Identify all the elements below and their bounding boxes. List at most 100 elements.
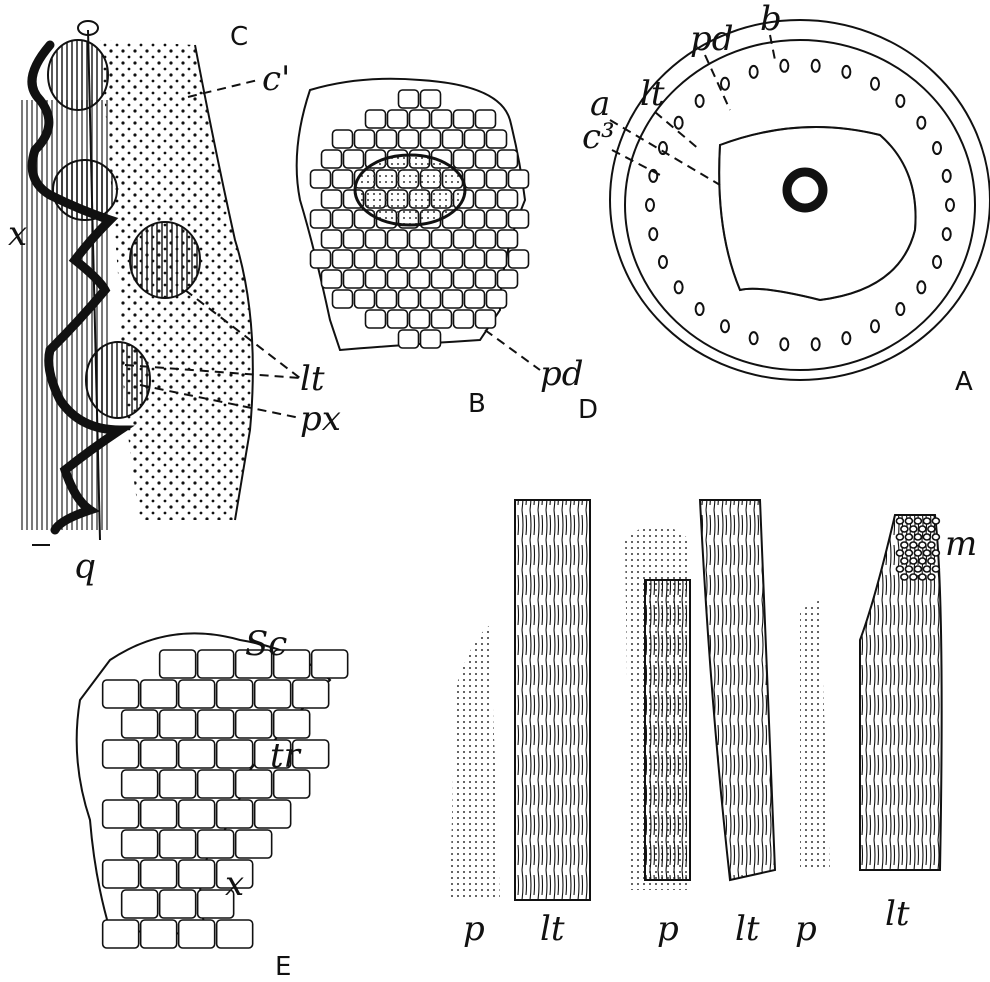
cell [101, 739, 140, 769]
label-c3: c³ [582, 117, 615, 157]
cell [101, 919, 140, 949]
cell [397, 249, 420, 269]
cell-hole [932, 141, 943, 156]
cell [120, 769, 159, 799]
label-x: x [8, 214, 27, 254]
cell [474, 189, 497, 209]
cell [177, 739, 216, 769]
cell [177, 919, 216, 949]
cell [900, 525, 909, 533]
cell [196, 649, 235, 679]
cell [913, 549, 923, 557]
cell [320, 229, 343, 249]
cell [927, 557, 936, 565]
label-lt-2: lt [735, 909, 760, 949]
cell [913, 565, 923, 573]
cell [922, 533, 932, 541]
cell [272, 649, 311, 679]
cell [922, 549, 932, 557]
cell [419, 289, 442, 309]
cell [922, 517, 932, 525]
cell [408, 229, 431, 249]
cell [474, 109, 497, 129]
cell [234, 829, 273, 859]
cell [419, 249, 442, 269]
cell-hole [945, 198, 955, 212]
cell [331, 289, 354, 309]
cell [927, 541, 936, 549]
cell-hole [870, 319, 880, 334]
cell [310, 649, 349, 679]
cell [419, 89, 442, 109]
cell-hole [916, 280, 927, 295]
cell [430, 309, 453, 329]
cell-hole [895, 302, 906, 317]
cell-hole [648, 227, 659, 242]
cell [463, 209, 486, 229]
cell [904, 517, 914, 525]
cell-hole [748, 331, 759, 346]
cell [913, 533, 923, 541]
cell [895, 565, 905, 573]
cell [272, 769, 311, 799]
cell [120, 829, 159, 859]
cell [139, 799, 178, 829]
cell [452, 309, 475, 329]
cell-hole [657, 254, 668, 269]
cell [441, 129, 464, 149]
cell [419, 129, 442, 149]
cell [397, 129, 420, 149]
cell [931, 549, 941, 557]
cell [342, 149, 365, 169]
cell [158, 769, 197, 799]
cell [909, 557, 918, 565]
label-a: a [590, 84, 610, 124]
cell [120, 889, 159, 919]
cell [386, 109, 409, 129]
cell [253, 799, 292, 829]
label-sc: Sc [245, 624, 287, 664]
label-p-2: p [657, 909, 679, 949]
label-px: px [300, 399, 341, 439]
cell [918, 525, 927, 533]
panel-d-strands: p lt p lt p lt m [450, 499, 977, 949]
cell [342, 229, 365, 249]
cell [430, 229, 453, 249]
cell [430, 269, 453, 289]
panel-label-c: C [230, 22, 248, 52]
cell [331, 129, 354, 149]
cell [196, 829, 235, 859]
panel-label-a: A [955, 367, 973, 397]
cell [375, 289, 398, 309]
cell [507, 209, 530, 229]
panel-label-d: D [578, 395, 598, 425]
cell-hole [673, 115, 684, 130]
cell [309, 209, 332, 229]
label-tr: tr [270, 736, 302, 776]
cell-hole [694, 302, 705, 317]
cell-hole [941, 227, 952, 242]
panel-e-cell-section: Sc tr x E [75, 624, 349, 982]
cell [507, 249, 530, 269]
cell [496, 229, 519, 249]
cell [272, 709, 311, 739]
cell [375, 129, 398, 149]
cell [474, 269, 497, 289]
cell [215, 679, 254, 709]
panel-c-longitudinal-section: C c' x lt px b [8, 20, 341, 591]
cell [177, 859, 216, 889]
cell [913, 517, 923, 525]
panel-label-b: B [468, 389, 486, 419]
cell [331, 169, 354, 189]
cell [931, 533, 941, 541]
cell [120, 709, 159, 739]
cell [904, 565, 914, 573]
cell [139, 679, 178, 709]
label-p-1: p [463, 909, 485, 949]
label-c-prime: c' [262, 59, 290, 99]
cell [408, 269, 431, 289]
cell [158, 829, 197, 859]
cell [101, 679, 140, 709]
cell [177, 679, 216, 709]
cell-hole [673, 280, 684, 295]
